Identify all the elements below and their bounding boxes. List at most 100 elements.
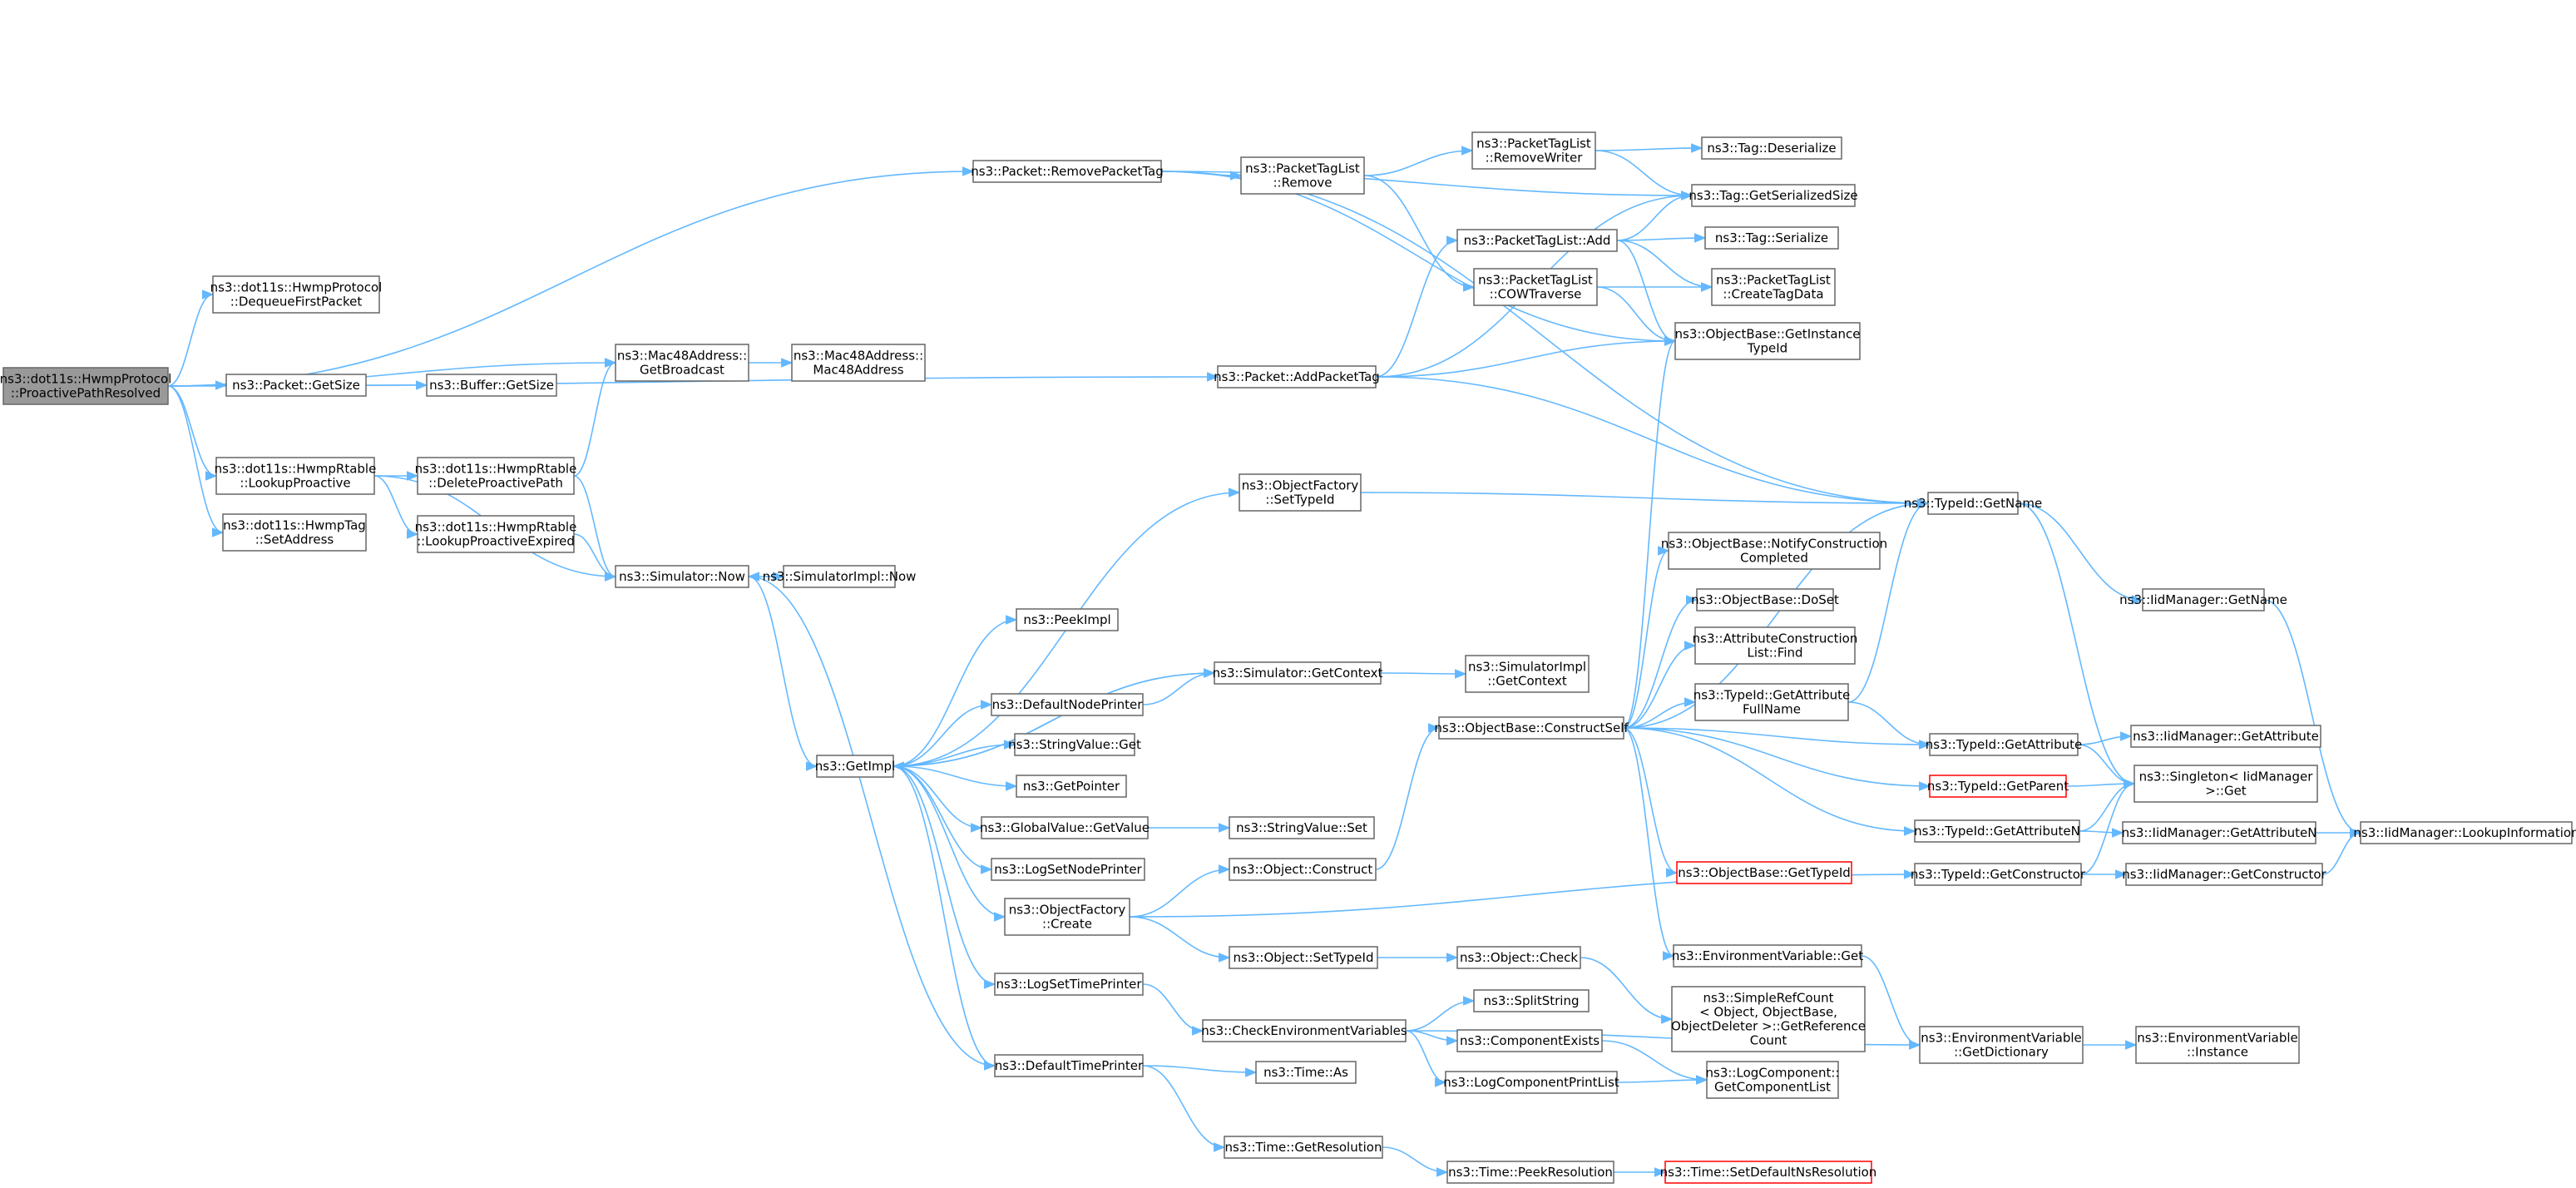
node-iid-lookupinfo[interactable]: ns3::IidManager::LookupInformation bbox=[2353, 821, 2576, 844]
node-iid-getname[interactable]: ns3::IidManager::GetName bbox=[2119, 588, 2287, 611]
node-getbroadcast[interactable]: ns3::Mac48Address::GetBroadcast bbox=[615, 344, 749, 382]
node-obj-construct[interactable]: ns3::Object::Construct bbox=[1229, 858, 1377, 881]
node-getpointer[interactable]: ns3::GetPointer bbox=[1016, 775, 1127, 798]
edge-iid-getconstructor-to-iid-lookupinfo bbox=[2321, 828, 2362, 875]
node-time-getresolution[interactable]: ns3::Time::GetResolution bbox=[1224, 1136, 1383, 1159]
edge-removepackettag-to-ob-getinstancetypeid bbox=[1160, 171, 1677, 346]
node-componentexists[interactable]: ns3::ComponentExists bbox=[1456, 1029, 1603, 1052]
node-logcomp-getlist[interactable]: ns3::LogComponent::GetComponentList bbox=[1706, 1061, 1840, 1099]
node-stringvalue-set[interactable]: ns3::StringValue::Set bbox=[1229, 816, 1375, 839]
node-ob-constructself[interactable]: ns3::ObjectBase::ConstructSelf bbox=[1434, 716, 1629, 740]
node-obj-check[interactable]: ns3::Object::Check bbox=[1456, 946, 1581, 969]
edge-root-to-dequeue bbox=[167, 290, 215, 387]
node-typeid-getparent[interactable]: ns3::TypeId::GetParent bbox=[1927, 775, 2069, 798]
node-box bbox=[417, 515, 575, 553]
node-root[interactable]: ns3::dot11s::HwmpProtocol::ProactivePath… bbox=[0, 367, 171, 405]
node-box bbox=[1202, 1019, 1407, 1042]
node-label-line: ns3::TypeId::GetAttribute bbox=[1926, 737, 2082, 752]
node-tag-serialize[interactable]: ns3::Tag::Serialize bbox=[1704, 226, 1839, 250]
node-mac48ctor[interactable]: ns3::Mac48Address::Mac48Address bbox=[791, 344, 926, 382]
node-checkenvvars[interactable]: ns3::CheckEnvironmentVariables bbox=[1201, 1019, 1407, 1042]
node-ob-notify[interactable]: ns3::ObjectBase::NotifyConstructionCompl… bbox=[1661, 532, 1887, 570]
node-label-line: ns3::IidManager::GetAttributeN bbox=[2122, 825, 2317, 840]
node-time-as[interactable]: ns3::Time::As bbox=[1255, 1061, 1357, 1084]
node-logsetnodeprinter[interactable]: ns3::LogSetNodePrinter bbox=[991, 858, 1145, 881]
edge-ob-constructself-to-typeid-getattrfullname bbox=[1623, 697, 1697, 729]
node-iid-getconstructor[interactable]: ns3::IidManager::GetConstructor bbox=[2122, 863, 2327, 886]
node-label-line: ns3::DefaultTimePrinter bbox=[995, 1058, 1144, 1073]
node-sim-now[interactable]: ns3::Simulator::Now bbox=[615, 565, 749, 588]
node-time-setdefaultns[interactable]: ns3::Time::SetDefaultNsResolution bbox=[1660, 1161, 1877, 1184]
node-splitstring[interactable]: ns3::SplitString bbox=[1473, 989, 1590, 1012]
node-ptl-add[interactable]: ns3::PacketTagList::Add bbox=[1456, 229, 1618, 252]
node-of-settypeid[interactable]: ns3::ObjectFactory::SetTypeId bbox=[1239, 473, 1362, 512]
edge-typeid-getattrfullname-to-typeid-getname bbox=[1847, 498, 1930, 703]
node-defaultnodeprinter[interactable]: ns3::DefaultNodePrinter bbox=[991, 693, 1144, 716]
node-envvar-get[interactable]: ns3::EnvironmentVariable::Get bbox=[1672, 944, 1863, 968]
node-tag-getsersize[interactable]: ns3::Tag::GetSerializedSize bbox=[1688, 184, 1858, 207]
node-obj-settypeid[interactable]: ns3::Object::SetTypeId bbox=[1229, 946, 1378, 969]
node-of-create[interactable]: ns3::ObjectFactory::Create bbox=[1004, 898, 1130, 936]
edge-typeid-getconstructor-to-singleton-get bbox=[2080, 779, 2136, 875]
node-label-line: ns3::Simulator::Now bbox=[619, 569, 745, 584]
node-tag-deserialize[interactable]: ns3::Tag::Deserialize bbox=[1701, 136, 1842, 160]
edge-iid-getname-to-iid-lookupinfo bbox=[2263, 599, 2362, 838]
node-box bbox=[1696, 588, 1834, 611]
node-ptl-cow[interactable]: ns3::PacketTagList::COWTraverse bbox=[1473, 268, 1598, 306]
node-singleton-get[interactable]: ns3::Singleton< IidManager>::Get bbox=[2133, 765, 2318, 803]
edge-defaulttimeprinter-to-time-getresolution bbox=[1142, 1065, 1226, 1152]
node-label-line: ns3::Packet::GetSize bbox=[232, 378, 360, 393]
node-ob-doset[interactable]: ns3::ObjectBase::DoSet bbox=[1691, 588, 1839, 611]
node-time-peekresolution[interactable]: ns3::Time::PeekResolution bbox=[1446, 1161, 1614, 1184]
node-logsettimeprinter[interactable]: ns3::LogSetTimePrinter bbox=[994, 973, 1144, 996]
edge-ob-constructself-to-attrconstlist-find bbox=[1623, 641, 1697, 729]
node-removepackettag[interactable]: ns3::Packet::RemovePacketTag bbox=[971, 160, 1164, 183]
node-simplerefcount[interactable]: ns3::SimpleRefCount< Object, ObjectBase,… bbox=[1671, 986, 1866, 1052]
node-iid-getattribute[interactable]: ns3::IidManager::GetAttribute bbox=[2130, 725, 2321, 748]
node-box bbox=[1229, 946, 1378, 969]
node-simimpl-now[interactable]: ns3::SimulatorImpl::Now bbox=[763, 565, 917, 588]
node-ptl-createtagdata[interactable]: ns3::PacketTagList::CreateTagData bbox=[1711, 268, 1836, 306]
node-globalvalue-getvalue[interactable]: ns3::GlobalValue::GetValue bbox=[980, 816, 1150, 839]
node-box bbox=[2135, 1026, 2300, 1064]
node-lookupexpired[interactable]: ns3::dot11s::HwmpRtable::LookupProactive… bbox=[415, 515, 577, 553]
node-label-line: ns3::AttributeConstruction bbox=[1693, 631, 1858, 646]
node-envvar-instance[interactable]: ns3::EnvironmentVariable::Instance bbox=[2135, 1026, 2300, 1064]
node-box bbox=[215, 457, 375, 495]
node-envvar-getdict[interactable]: ns3::EnvironmentVariable::GetDictionary bbox=[1919, 1026, 2084, 1064]
node-label-line: ns3::Time::SetDefaultNsResolution bbox=[1660, 1165, 1877, 1180]
node-ob-gettypeid[interactable]: ns3::ObjectBase::GetTypeId bbox=[1676, 861, 1852, 884]
node-buf-getsize[interactable]: ns3::Buffer::GetSize bbox=[426, 374, 557, 397]
node-defaulttimeprinter[interactable]: ns3::DefaultTimePrinter bbox=[994, 1054, 1144, 1077]
node-peekimpl[interactable]: ns3::PeekImpl bbox=[1016, 608, 1119, 631]
node-label-line: ::Create bbox=[1042, 916, 1092, 931]
node-addpackettag[interactable]: ns3::Packet::AddPacketTag bbox=[1214, 365, 1380, 389]
node-ptl-remove[interactable]: ns3::PacketTagList::Remove bbox=[1240, 156, 1365, 195]
node-setaddress[interactable]: ns3::dot11s::HwmpTag::SetAddress bbox=[222, 513, 367, 552]
node-box bbox=[222, 513, 367, 552]
node-typeid-getname[interactable]: ns3::TypeId::GetName bbox=[1904, 492, 2042, 515]
edge-ob-constructself-to-typeid-getname bbox=[1623, 498, 1930, 729]
node-getimpl[interactable]: ns3::GetImpl bbox=[815, 755, 895, 778]
node-simimpl-getcontext[interactable]: ns3::SimulatorImpl::GetContext bbox=[1465, 655, 1590, 693]
node-box bbox=[1668, 532, 1881, 570]
node-typeid-getconstructor[interactable]: ns3::TypeId::GetConstructor bbox=[1911, 863, 2086, 886]
node-pkt-getsize[interactable]: ns3::Packet::GetSize bbox=[225, 374, 367, 397]
node-stringvalue-get[interactable]: ns3::StringValue::Get bbox=[1008, 733, 1141, 756]
node-iid-getattributen[interactable]: ns3::IidManager::GetAttributeN bbox=[2122, 821, 2317, 844]
node-label-line: FullName bbox=[1743, 701, 1801, 716]
node-typeid-getattributen[interactable]: ns3::TypeId::GetAttributeN bbox=[1914, 819, 2080, 843]
node-lookupproactive[interactable]: ns3::dot11s::HwmpRtable::LookupProactive bbox=[215, 457, 377, 495]
node-dequeue[interactable]: ns3::dot11s::HwmpProtocol::DequeueFirstP… bbox=[210, 275, 383, 314]
edge-ptl-removewriter-to-tag-deserialize bbox=[1595, 143, 1703, 153]
node-deleteproactive[interactable]: ns3::dot11s::HwmpRtable::DeleteProactive… bbox=[415, 457, 577, 495]
node-label-line: ns3::LogSetNodePrinter bbox=[994, 862, 1142, 877]
node-logcomponentprintlist[interactable]: ns3::LogComponentPrintList bbox=[1443, 1071, 1619, 1094]
node-ptl-removewriter[interactable]: ns3::PacketTagList::RemoveWriter bbox=[1471, 131, 1596, 170]
node-typeid-getattribute[interactable]: ns3::TypeId::GetAttribute bbox=[1926, 733, 2082, 756]
node-label-line: ns3::Object::Check bbox=[1460, 950, 1578, 965]
node-sim-getcontext[interactable]: ns3::Simulator::GetContext bbox=[1213, 661, 1383, 685]
